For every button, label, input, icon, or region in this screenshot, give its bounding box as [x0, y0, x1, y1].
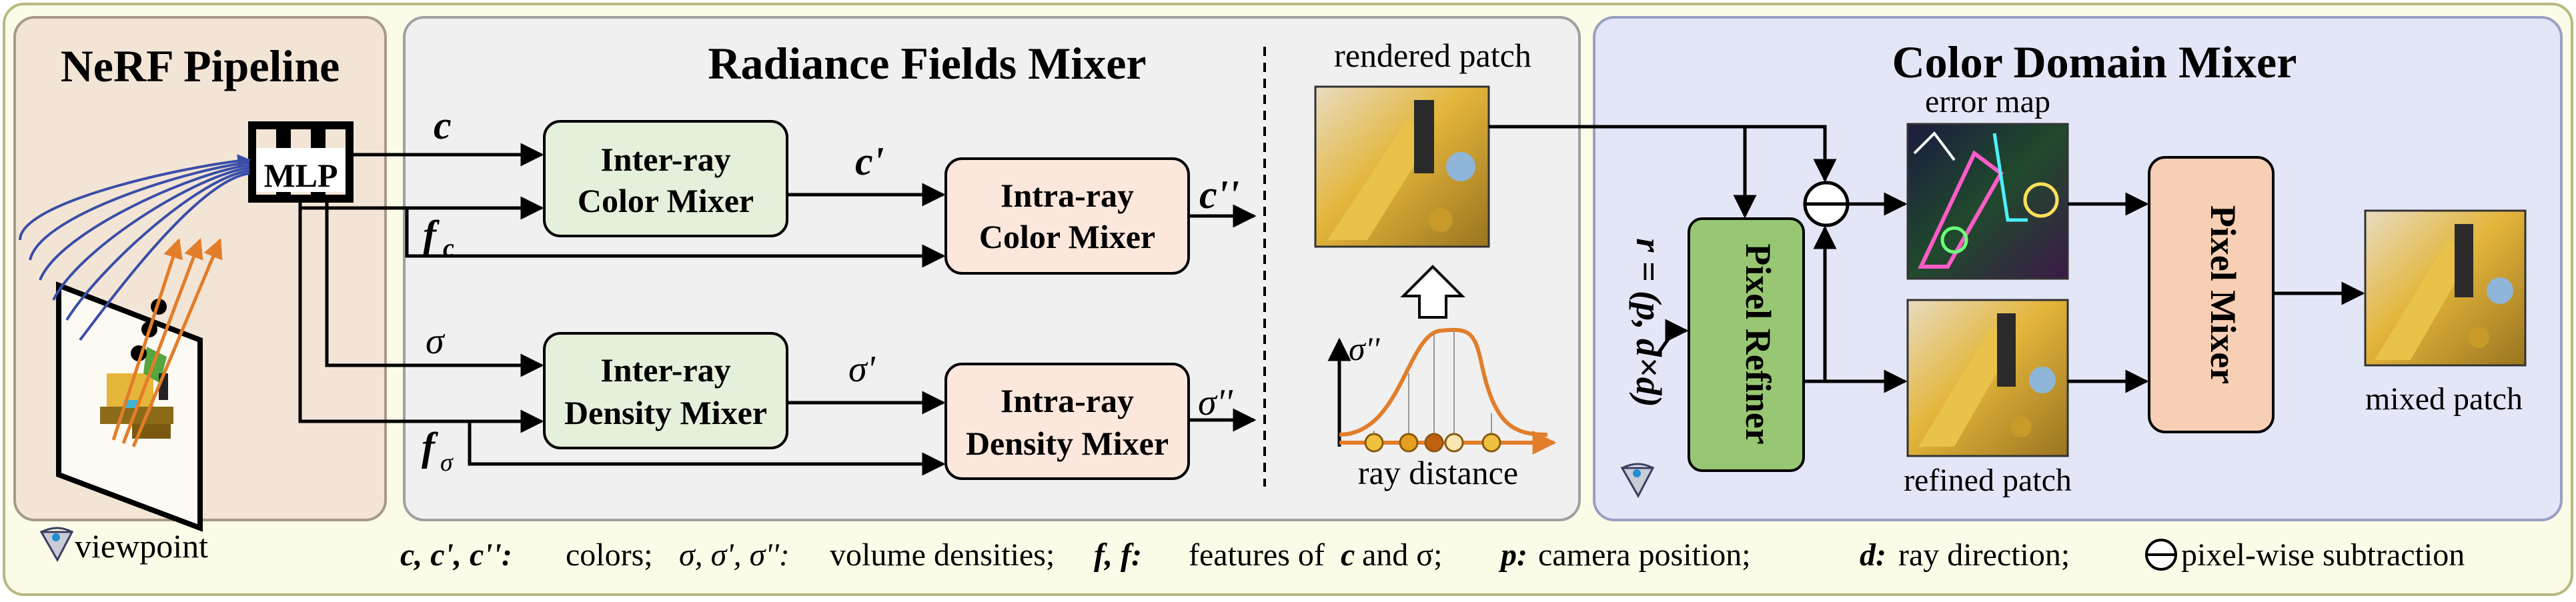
rendered-patch-image	[1314, 85, 1490, 248]
legend-densities-symbols: σ, σ', σ'':	[679, 537, 790, 573]
intra-ray-density-mixer: Intra-ray Density Mixer	[944, 363, 1190, 480]
nerf-title: NeRF Pipeline	[61, 41, 340, 91]
svg-text:Pixel Refiner: Pixel Refiner	[1738, 243, 1778, 444]
viewpoint-label: viewpoint	[75, 527, 208, 565]
sample-points	[131, 299, 167, 361]
label-c-double-prime: c''	[1199, 173, 1239, 217]
svg-text:Density Mixer: Density Mixer	[966, 425, 1169, 462]
refined-patch-label: refined patch	[1904, 463, 2072, 498]
camera-rays	[19, 154, 251, 341]
label-sigma: σ	[426, 321, 446, 362]
svg-text:Inter-ray: Inter-ray	[600, 141, 730, 178]
density-plot: σ'' ray distance	[1327, 327, 1557, 491]
cdm-viewpoint-eye-icon	[1620, 463, 1655, 499]
svg-text:Color Mixer: Color Mixer	[979, 218, 1155, 255]
label-c: c	[434, 103, 452, 147]
subtraction-operator-icon	[1803, 181, 1850, 227]
intra-ray-color-mixer: Intra-ray Color Mixer	[944, 157, 1190, 275]
svg-text:Intra-ray: Intra-ray	[1001, 382, 1134, 419]
legend-direction-text: ray direction;	[1898, 537, 2070, 573]
r-formula: r = (p, d×d)	[1629, 238, 1669, 407]
orange-rays	[111, 238, 223, 447]
svg-text:Density Mixer: Density Mixer	[564, 394, 767, 431]
cdm-connections	[1489, 125, 2365, 393]
legend: c, c', c'': colors; σ, σ', σ'': volume d…	[400, 537, 2465, 573]
legend-colors-symbols: c, c', c'':	[400, 537, 512, 573]
legend-camera-text: camera position;	[1538, 537, 1751, 573]
label-sigma-double-prime: σ''	[1198, 382, 1233, 423]
ray-distance-label: ray distance	[1358, 454, 1518, 491]
svg-text:Pixel Mixer: Pixel Mixer	[2203, 205, 2243, 384]
svg-text:σ'': σ''	[1349, 330, 1380, 367]
rfm-title: Radiance Fields Mixer	[708, 38, 1146, 89]
label-c-prime: c'	[855, 139, 884, 183]
svg-text:Inter-ray: Inter-ray	[600, 351, 730, 389]
legend-features-and: and σ;	[1362, 537, 1443, 573]
viewpoint-eye-icon	[39, 527, 74, 563]
error-map-image	[1906, 123, 2069, 280]
pixel-mixer: Pixel Mixer	[2148, 156, 2275, 433]
legend-features-symbols: f, f:	[1094, 537, 1142, 573]
mixed-patch-label: mixed patch	[2365, 381, 2523, 417]
label-sigma-prime: σ'	[848, 349, 876, 390]
pixel-refiner: Pixel Refiner	[1688, 217, 1805, 472]
svg-text:Color Mixer: Color Mixer	[578, 182, 754, 219]
legend-features-c: c	[1341, 537, 1355, 573]
refined-patch-image	[1906, 299, 2069, 457]
rendered-patch-label: rendered patch	[1334, 37, 1531, 74]
legend-features-text: features of	[1189, 537, 1325, 573]
mixed-patch-image	[2364, 209, 2527, 367]
legend-colors-text: colors;	[566, 537, 653, 573]
svg-text:Intra-ray: Intra-ray	[1001, 177, 1134, 214]
legend-subtraction-icon	[2145, 539, 2177, 571]
legend-direction-symbol: d:	[1860, 537, 1886, 573]
inter-ray-density-mixer: Inter-ray Density Mixer	[543, 332, 788, 449]
upward-hollow-arrow-icon	[1400, 265, 1465, 319]
svg-text:c: c	[443, 234, 454, 262]
cdm-title: Color Domain Mixer	[1892, 37, 2297, 87]
legend-subtraction-text: pixel-wise subtraction	[2181, 537, 2465, 573]
legend-camera-symbol: p:	[1498, 537, 1527, 573]
svg-text:σ: σ	[440, 449, 454, 477]
rfm-connections	[298, 143, 1257, 476]
error-map-label: error map	[1925, 84, 2050, 119]
radiance-fields-mixer-panel: Radiance Fields Mixer Inter-ray Color Mi…	[298, 16, 1581, 521]
mlp-label: MLP	[263, 157, 338, 194]
legend-densities-text: volume densities;	[830, 537, 1055, 573]
color-domain-mixer-panel: Color Domain Mixer error map Pixel Refin…	[1489, 16, 2563, 521]
nerf-pipeline-panel: NeRF Pipeline MLP	[13, 16, 387, 565]
inter-ray-color-mixer: Inter-ray Color Mixer	[543, 120, 788, 237]
